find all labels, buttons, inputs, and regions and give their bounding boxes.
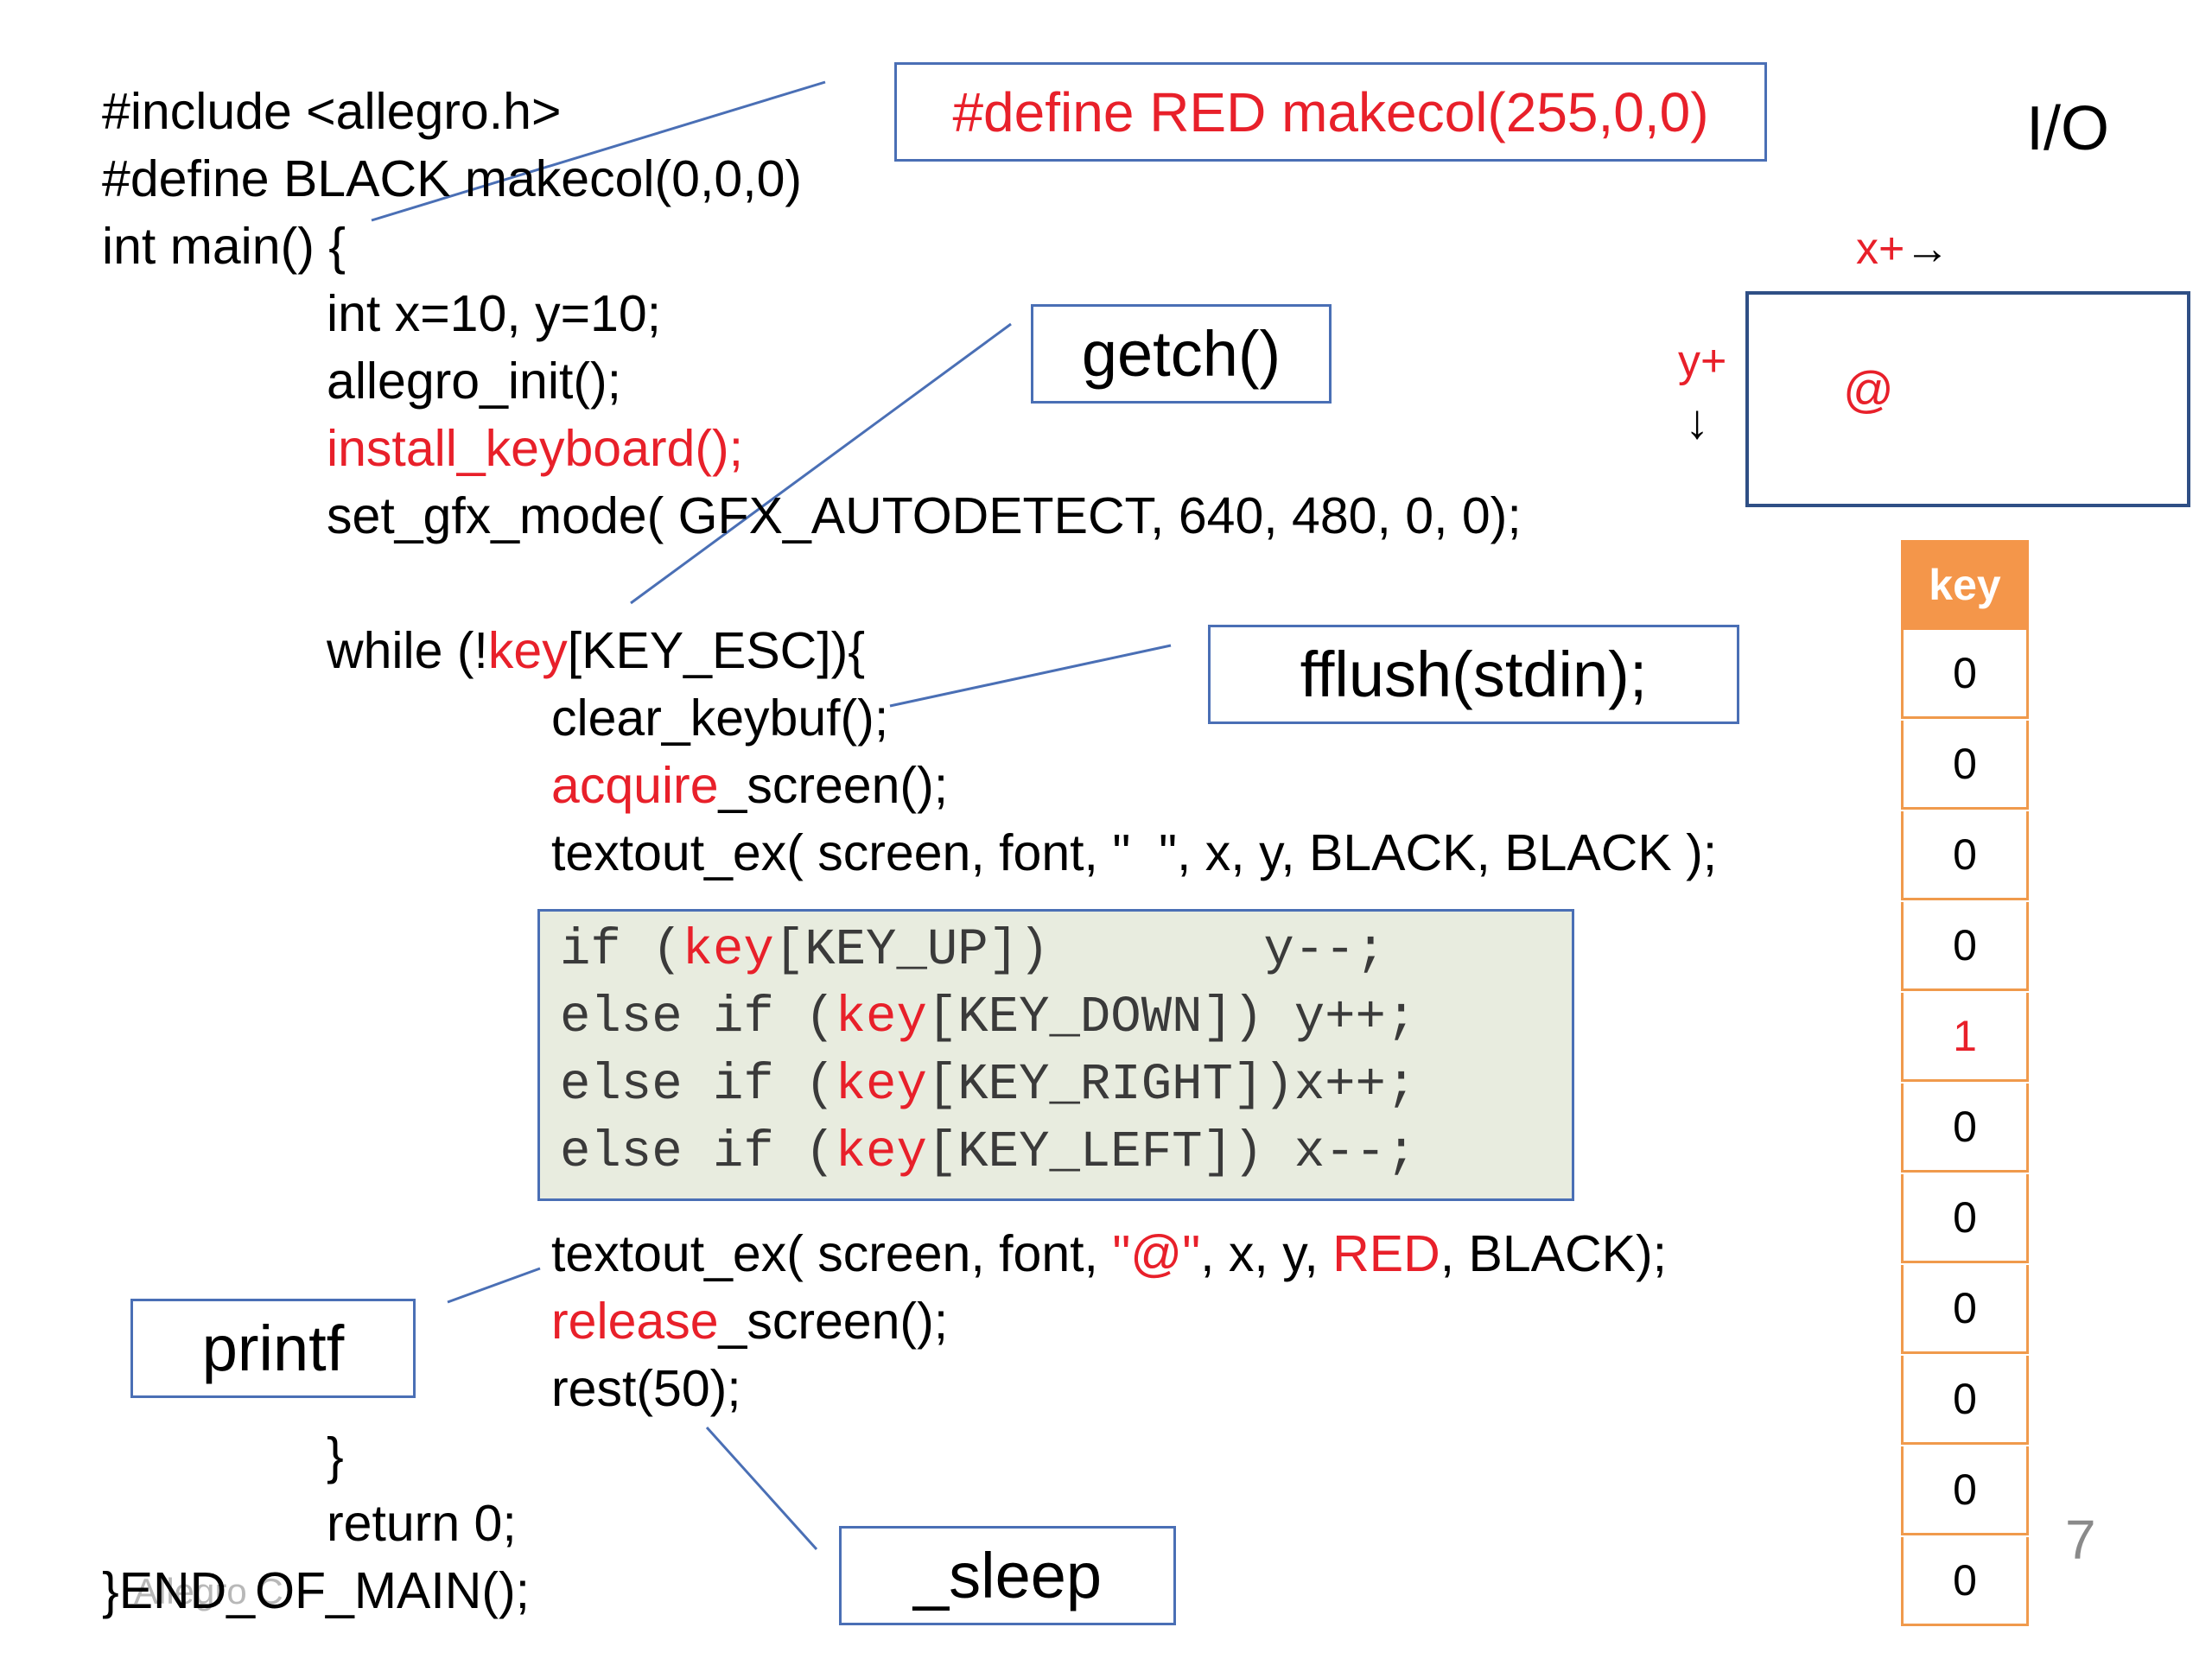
key-cell-active: 1 bbox=[1901, 993, 2029, 1082]
key-cell: 0 bbox=[1901, 1084, 2029, 1173]
code-line-clear-keybuf: clear_keybuf(); bbox=[551, 690, 889, 747]
code-line-int-xy: int x=10, y=10; bbox=[327, 285, 662, 342]
code-line-set-gfx-mode: set_gfx_mode( GFX_AUTODETECT, 640, 480, … bbox=[327, 487, 1522, 544]
acquire-keyword: acquire bbox=[551, 757, 719, 814]
if-else-code-block: if (key[KEY_UP]) y--; else if (key[KEY_D… bbox=[537, 909, 1574, 1201]
code-line-acquire-screen: acquire_screen(); bbox=[551, 752, 948, 820]
callout-fflush: fflush(stdin); bbox=[1208, 625, 1739, 724]
right-arrow-icon: → bbox=[1904, 224, 1950, 274]
if-line-down: else if (key[KEY_DOWN]) y++; bbox=[560, 988, 1417, 1046]
page-number: 7 bbox=[2065, 1509, 2096, 1571]
callout-getch: getch() bbox=[1031, 304, 1332, 404]
connector-sleep bbox=[705, 1426, 818, 1551]
key-cell: 0 bbox=[1901, 902, 2029, 991]
code-line-while: while (!key[KEY_ESC]){ bbox=[327, 617, 865, 685]
code-line-close-brace: } bbox=[327, 1427, 344, 1484]
connector-printf bbox=[447, 1267, 541, 1304]
key-cell: 0 bbox=[1901, 1446, 2029, 1535]
key-cell: 0 bbox=[1901, 721, 2029, 810]
code-line-include: #include <allegro.h> bbox=[102, 83, 562, 140]
key-cell: 0 bbox=[1901, 1537, 2029, 1626]
y-axis-label: y+ bbox=[1678, 336, 1727, 386]
connector-fflush bbox=[889, 644, 1172, 708]
down-arrow-icon: ↓ bbox=[1685, 394, 1709, 448]
release-suffix: _screen(); bbox=[718, 1293, 949, 1350]
code-line-rest: rest(50); bbox=[551, 1360, 741, 1417]
io-screen-box bbox=[1745, 291, 2190, 507]
if-line-up: if (key[KEY_UP]) y--; bbox=[560, 921, 1386, 979]
code-line-install-keyboard: install_keyboard(); bbox=[327, 420, 744, 477]
release-keyword: release bbox=[551, 1293, 719, 1350]
acquire-suffix: _screen(); bbox=[718, 757, 949, 814]
key-cell: 0 bbox=[1901, 630, 2029, 719]
at-character: @ bbox=[1843, 362, 1894, 418]
key-cell: 0 bbox=[1901, 1265, 2029, 1354]
footer-watermark: Allegro C bbox=[134, 1571, 283, 1611]
x-axis-label: x+→ bbox=[1856, 224, 1950, 274]
code-line-allegro-init: allegro_init(); bbox=[327, 353, 622, 410]
code-line-define-black: #define BLACK makecol(0,0,0) bbox=[102, 150, 803, 207]
callout-printf: printf bbox=[130, 1299, 416, 1398]
callout-sleep: _sleep bbox=[839, 1526, 1176, 1625]
key-cell: 0 bbox=[1901, 1356, 2029, 1445]
while-prefix: while (! bbox=[327, 622, 488, 679]
code-line-main: int main() { bbox=[102, 218, 346, 275]
while-key-keyword: key bbox=[487, 622, 568, 679]
io-title: I/O bbox=[2026, 94, 2110, 163]
code-line-release-screen: release_screen(); bbox=[551, 1287, 948, 1356]
if-line-right: else if (key[KEY_RIGHT])x++; bbox=[560, 1056, 1417, 1114]
code-line-return: return 0; bbox=[327, 1495, 517, 1552]
while-suffix: [KEY_ESC]){ bbox=[567, 622, 866, 679]
key-table-header: key bbox=[1901, 540, 2029, 630]
code-line-end-of-main: }END_OF_MAIN(); bbox=[102, 1562, 531, 1619]
callout-define-red: #define RED makecol(255,0,0) bbox=[894, 62, 1767, 162]
key-cell: 0 bbox=[1901, 811, 2029, 900]
key-cell: 0 bbox=[1901, 1174, 2029, 1263]
code-line-textout-blank: textout_ex( screen, font, " ", x, y, BLA… bbox=[551, 824, 1718, 881]
if-line-left: else if (key[KEY_LEFT]) x--; bbox=[560, 1123, 1417, 1181]
code-line-textout-at: textout_ex( screen, font, "@", x, y, RED… bbox=[551, 1225, 1668, 1282]
